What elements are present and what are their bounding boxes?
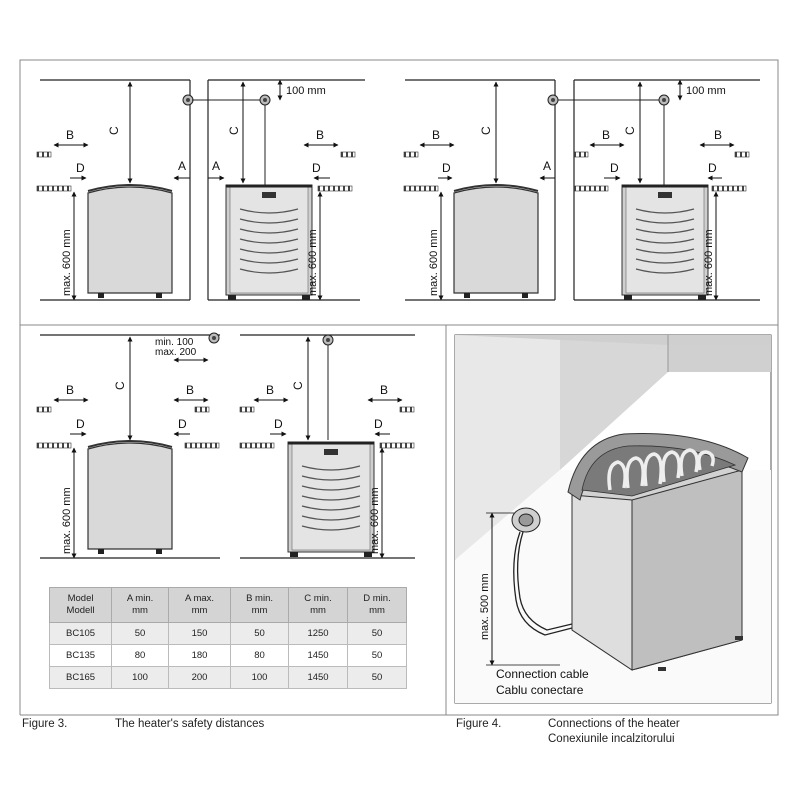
table-cell: 200 — [168, 666, 232, 689]
panel-top-right: C B D A max. 600 mm — [403, 79, 556, 301]
label-d: D — [374, 417, 383, 431]
label-b: B — [66, 383, 74, 397]
panel-bottom-left-2: C B B D D max. 600 mm — [239, 334, 415, 559]
table-header: C min.mm — [288, 587, 348, 623]
table-header: D min.mm — [347, 587, 407, 623]
label-b: B — [432, 128, 440, 142]
label-d: D — [442, 161, 451, 175]
label-c: C — [623, 126, 637, 135]
label-a: A — [178, 159, 186, 173]
label-cable-ro: Cablu conectare — [496, 683, 584, 697]
label-a: A — [212, 159, 220, 173]
table-cell: 50 — [347, 666, 407, 689]
panel-top-left: C B D A max. 600 mm — [36, 79, 191, 301]
table-cell: 50 — [230, 622, 290, 645]
junction-box-icon — [511, 507, 541, 533]
label-max600: max. 600 mm — [428, 229, 440, 296]
label-max200: max. 200 — [155, 347, 197, 358]
table-cell: BC165 — [48, 666, 113, 689]
label-b: B — [266, 383, 274, 397]
label-b: B — [380, 383, 388, 397]
table-cell: 180 — [168, 644, 232, 667]
table-cell: BC105 — [48, 622, 113, 645]
table-cell: 50 — [111, 622, 170, 645]
label-d: D — [76, 161, 85, 175]
panel-bottom-left: min. 100 max. 200 C B B D D max. 600 mm — [36, 332, 220, 559]
label-b: B — [186, 383, 194, 397]
label-a: A — [543, 159, 551, 173]
label-max600: max. 600 mm — [703, 229, 715, 296]
table-cell: 80 — [111, 644, 170, 667]
connection-cable — [513, 531, 573, 636]
table-row: BC105 50 150 50 1250 50 — [48, 622, 407, 645]
label-d: D — [708, 161, 717, 175]
table-cell: 100 — [111, 666, 170, 689]
table-cell: 1450 — [288, 644, 348, 667]
label-d: D — [274, 417, 283, 431]
table-cell: 100 — [230, 666, 290, 689]
table-header: A min.mm — [111, 587, 170, 623]
label-d: D — [178, 417, 187, 431]
label-b: B — [316, 128, 324, 142]
label-max600: max. 600 mm — [61, 229, 73, 296]
label-b: B — [66, 128, 74, 142]
label-d: D — [610, 161, 619, 175]
label-max600: max. 600 mm — [61, 487, 73, 554]
panel-top-left-2: 100 mm C B A D max. 600 mm — [182, 79, 365, 302]
table-cell: 80 — [230, 644, 290, 667]
table-cell: BC135 — [48, 644, 113, 667]
table-header: A max.mm — [168, 587, 232, 623]
label-d: D — [312, 161, 321, 175]
label-100mm: 100 mm — [686, 85, 726, 97]
table-cell: 50 — [347, 644, 407, 667]
table-cell: 150 — [168, 622, 232, 645]
label-max600: max. 600 mm — [307, 229, 319, 296]
label-c: C — [479, 126, 493, 135]
table-cell: 50 — [347, 622, 407, 645]
label-cable-en: Connection cable — [496, 667, 589, 681]
label-c: C — [113, 381, 127, 390]
label-c: C — [227, 126, 241, 135]
figure4-number: Figure 4. — [456, 718, 502, 730]
table-row: BC135 80 180 80 1450 50 — [48, 644, 407, 667]
figure4-illustration: max. 500 mm Connection cable Cablu conec… — [454, 334, 772, 704]
label-c: C — [107, 126, 121, 135]
label-c: C — [291, 381, 305, 390]
figure4-frame — [445, 324, 779, 716]
label-max600: max. 600 mm — [369, 487, 381, 554]
label-100mm: 100 mm — [286, 85, 326, 97]
table-cell: 1450 — [288, 666, 348, 689]
figure3-number: Figure 3. — [22, 718, 68, 730]
label-d: D — [76, 417, 85, 431]
label-min100: min. 100 — [155, 337, 194, 348]
table-cell: 1250 — [288, 622, 348, 645]
label-max500: max. 500 mm — [479, 573, 491, 640]
panel-top-right-2: 100 mm C B B D D max. 600 mm — [547, 79, 760, 302]
figure4-title-en: Connections of the heater — [548, 718, 680, 730]
label-b: B — [602, 128, 610, 142]
figure3-title: The heater's safety distances — [115, 718, 265, 730]
table-row: BC165 100 200 100 1450 50 — [48, 666, 407, 689]
figure4-title-ro: Conexiunile incalzitorului — [548, 733, 675, 745]
table-header: B min.mm — [230, 587, 290, 623]
label-b: B — [714, 128, 722, 142]
